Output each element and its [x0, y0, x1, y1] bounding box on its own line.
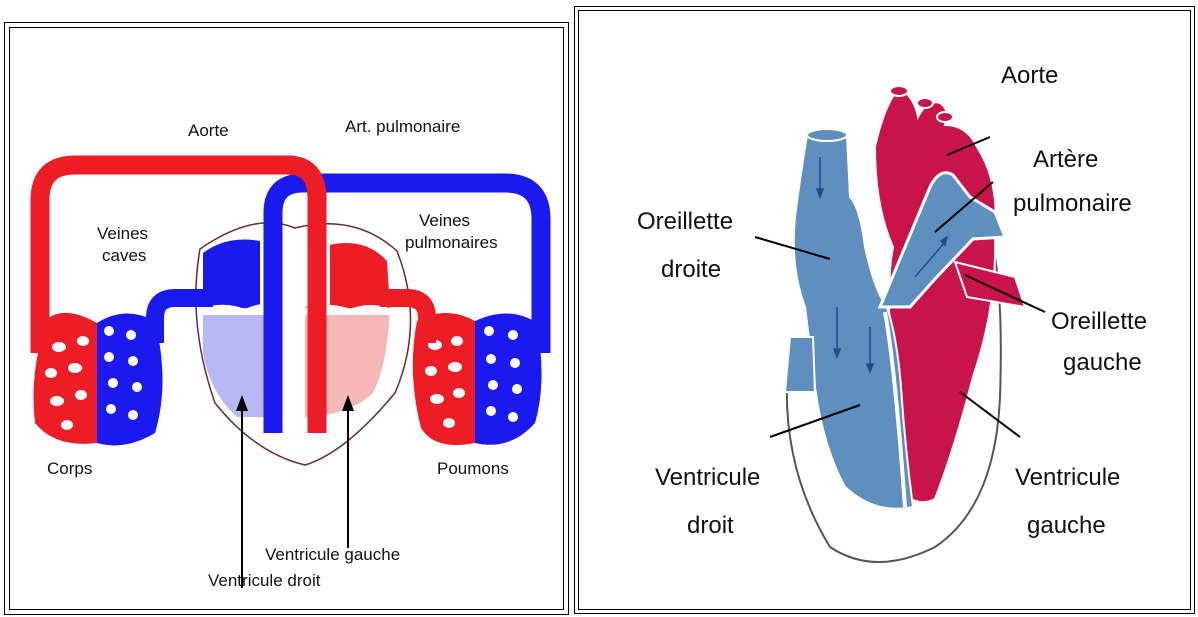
- label-poumons: Poumons: [437, 459, 509, 478]
- label-ventricule-gauche-line2: gauche: [1027, 512, 1106, 539]
- label-aorte: Aorte: [188, 121, 229, 140]
- label-ventricule-gauche: Ventricule gauche: [265, 545, 400, 564]
- label-corps: Corps: [47, 459, 92, 478]
- heart-anatomy-illustration: Aorte Artère pulmonaire Oreillette droit…: [575, 7, 1196, 615]
- label-art-pulmonaire: Art. pulmonaire: [345, 117, 460, 136]
- aorta-branch-cap: [890, 86, 908, 96]
- label-oreillette-gauche-line2: gauche: [1063, 349, 1142, 376]
- label-oreillette-droite-line1: Oreillette: [637, 208, 733, 235]
- label-veines-pulmonaires-line1: Veines: [419, 211, 470, 230]
- vena-cava-cap: [807, 129, 847, 141]
- label-oreillette-droite-line2: droite: [661, 256, 721, 283]
- aorta-branch-cap: [937, 112, 953, 122]
- body-capillaries: [34, 313, 163, 446]
- circulation-schematic-panel: Aorte Art. pulmonaire Veines caves Veine…: [4, 22, 569, 615]
- label-oreillette-gauche-line1: Oreillette: [1051, 308, 1147, 335]
- label-veines-pulmonaires-line2: pulmonaires: [405, 233, 498, 252]
- heart-septum: [285, 306, 303, 426]
- label-ventricule-droit: Ventricule droit: [208, 571, 321, 590]
- heart-anatomy-panel: Aorte Artère pulmonaire Oreillette droit…: [574, 6, 1195, 614]
- label-artere-line1: Artère: [1033, 146, 1098, 173]
- label-veines-caves-line2: caves: [102, 246, 146, 265]
- label-aorte: Aorte: [1001, 62, 1058, 89]
- label-artere-line2: pulmonaire: [1013, 190, 1132, 217]
- label-ventricule-gauche-line1: Ventricule: [1015, 464, 1120, 491]
- circulation-schematic: Aorte Art. pulmonaire Veines caves Veine…: [5, 23, 570, 616]
- aorta-branch-cap: [917, 98, 933, 108]
- label-veines-caves-line1: Veines: [97, 224, 148, 243]
- label-ventricule-droit-line2: droit: [687, 512, 734, 539]
- inferior-vena-cava: [785, 337, 815, 392]
- label-ventricule-droit-line1: Ventricule: [655, 464, 760, 491]
